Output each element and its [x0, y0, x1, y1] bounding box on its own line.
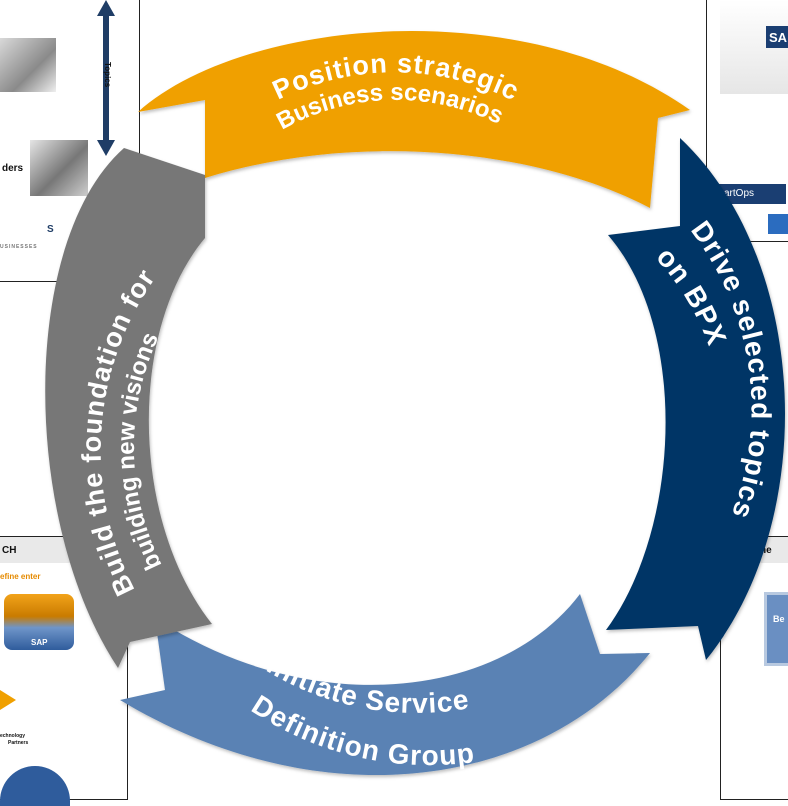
leaders-photo — [30, 140, 88, 196]
ch-label: CH — [2, 545, 17, 556]
orange-pointer — [0, 690, 16, 710]
define-label: efine enter — [0, 572, 41, 581]
segment-top — [138, 31, 690, 208]
partners-label: Partners — [8, 740, 29, 746]
segment-bottom — [120, 594, 650, 776]
topics-arrow-head-up — [97, 0, 115, 16]
topics-arrow-shaft — [103, 14, 109, 144]
leaders-label: ders — [2, 163, 24, 174]
segment-left — [45, 148, 212, 668]
sap-label: SAP — [31, 638, 48, 647]
business-photo — [0, 38, 56, 92]
topics-arrow-head-down — [97, 140, 115, 156]
smartops-label: SmartOps — [709, 188, 755, 199]
sa-logo — [766, 26, 788, 48]
businesses-label: USINESSES — [0, 244, 38, 250]
logo-square — [768, 214, 788, 234]
s-label: S — [47, 224, 54, 235]
sa-logo-text: SA — [769, 30, 788, 45]
segment-right — [606, 138, 785, 660]
be-label: Be — [773, 614, 785, 624]
he-label: he — [760, 545, 772, 556]
be-box — [764, 592, 788, 666]
sap-database-graphic — [4, 594, 74, 650]
technology-label: echnology — [0, 733, 26, 739]
